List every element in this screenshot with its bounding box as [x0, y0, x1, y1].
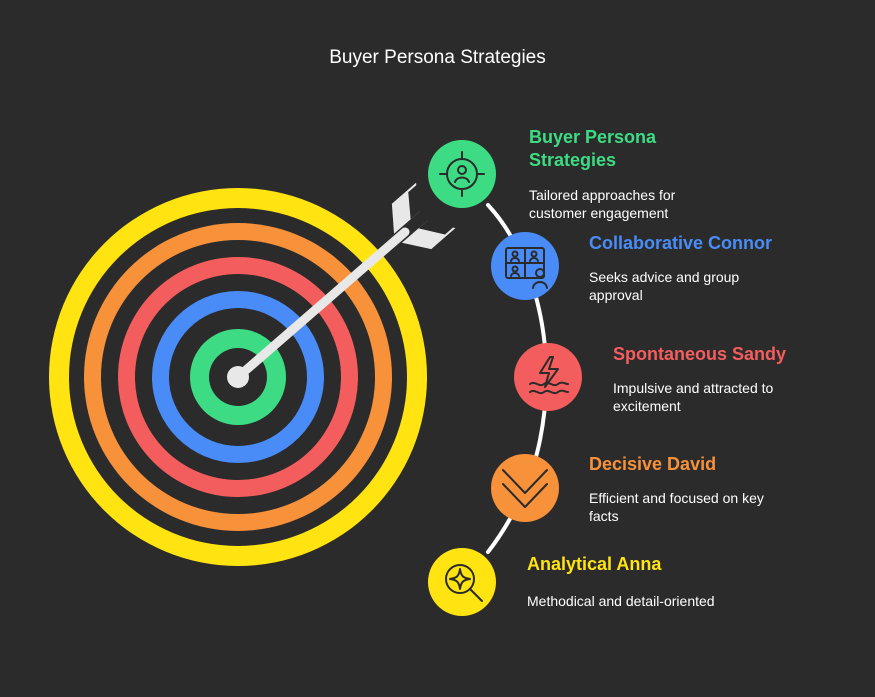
item-desc-buyer-persona-strategies: Tailored approaches for customer engagem…: [529, 187, 676, 221]
item-title-collaborative-connor: Collaborative Connor: [589, 233, 773, 253]
item-title-analytical-anna: Analytical Anna: [527, 554, 662, 574]
arrow-fletching: [391, 182, 456, 250]
target-user-icon: [428, 140, 496, 208]
item-title-buyer-persona-strategies: Buyer Persona Strategies: [529, 127, 657, 170]
item-desc-spontaneous-sandy: Impulsive and attracted to excitement: [613, 380, 774, 414]
item-desc-collaborative-connor: Seeks advice and group approval: [589, 269, 740, 303]
item-title-spontaneous-sandy: Spontaneous Sandy: [613, 344, 787, 364]
arrow: [227, 182, 456, 388]
video-meeting-icon: [491, 232, 559, 300]
magnify-sparkle-icon: [428, 548, 496, 616]
chevron-down-icon: [491, 454, 559, 522]
lightning-waves-icon: [514, 343, 582, 411]
item-title-decisive-david: Decisive David: [589, 454, 717, 474]
page-title: Buyer Persona Strategies: [329, 47, 546, 68]
item-desc-analytical-anna: Methodical and detail-oriented: [527, 593, 715, 609]
item-desc-decisive-david: Efficient and focused on key facts: [589, 490, 764, 524]
